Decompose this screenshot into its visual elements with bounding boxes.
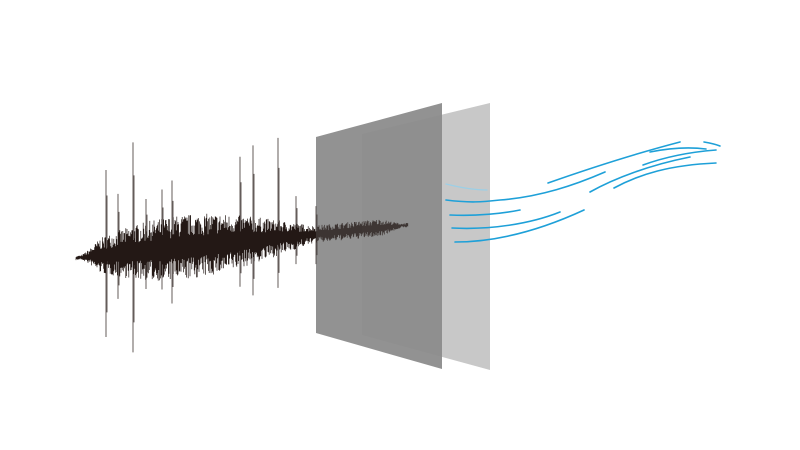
absorber-panel-front — [316, 103, 442, 369]
airflow-lines — [445, 141, 721, 243]
airflow-line — [445, 171, 606, 203]
airflow-line — [454, 209, 585, 243]
airflow-line — [449, 209, 521, 217]
waveform-path-overlay — [316, 137, 409, 353]
airflow-line — [547, 141, 681, 184]
airflow-line — [642, 149, 717, 166]
airflow-line — [703, 141, 721, 147]
airflow-line — [589, 156, 691, 193]
airflow-line — [451, 211, 561, 230]
airflow-line — [613, 162, 717, 189]
airflow-line — [649, 147, 707, 153]
airflow-line — [445, 183, 488, 191]
sound-waveform-overlay — [316, 137, 409, 353]
